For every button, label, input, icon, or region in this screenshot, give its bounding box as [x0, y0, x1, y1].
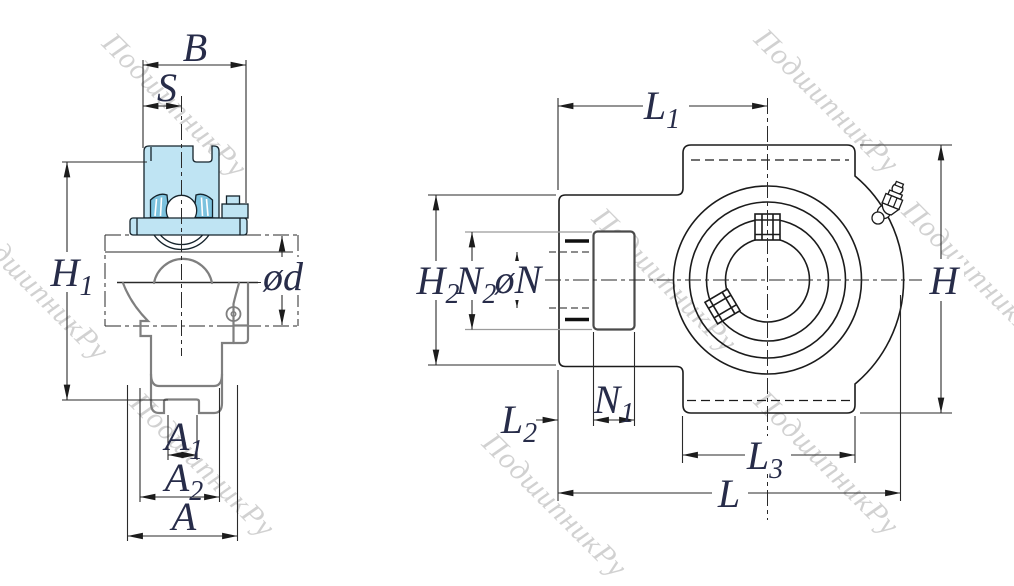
- dim-label-A2: A2: [162, 455, 203, 507]
- dim-label-L2: L2: [500, 397, 537, 449]
- dim-label-H1: H1: [50, 250, 94, 302]
- dim-label-od: ød: [262, 254, 304, 299]
- watermark-text: ПодшипникРу: [475, 426, 634, 585]
- dim-label-A1: A1: [162, 414, 203, 466]
- dim-label-H2: H2: [416, 258, 460, 310]
- dim-label-A: A: [169, 494, 197, 539]
- grease-fitting: [871, 180, 905, 225]
- takeup-housing-front: [558, 144, 905, 414]
- dim-label-L3: L3: [746, 433, 783, 485]
- adjust-screw-end: [225, 306, 242, 322]
- dim-label-S: S: [157, 65, 177, 110]
- labels-side-view: B S H1 ød A1 A2 A: [50, 25, 304, 539]
- dim-label-H: H: [929, 258, 961, 303]
- watermark-text: ПодшипникРу: [747, 22, 906, 181]
- dim-label-oN: øN: [494, 257, 544, 302]
- dim-label-L1: L1: [643, 83, 680, 135]
- front-view: L1 H2 N2 øN H L2 N1 L3 L: [416, 83, 964, 520]
- labels-front-view: L1 H2 N2 øN H L2 N1 L3 L: [416, 83, 961, 516]
- dim-label-B: B: [183, 25, 207, 70]
- dimensions-side-view: [48, 33, 305, 541]
- relief-groove: [149, 372, 224, 388]
- set-screw-side: [225, 195, 241, 205]
- sphere-seat-arc: [152, 257, 214, 285]
- dim-label-L: L: [717, 471, 740, 516]
- locking-collar: [221, 203, 249, 219]
- set-screw-lower: [703, 288, 742, 325]
- side-view: B S H1 ød A1 A2 A: [48, 25, 305, 541]
- dim-label-N1: N1: [593, 377, 635, 429]
- inner-ring-sleeve: [129, 217, 248, 236]
- dimensions-front-view: [416, 85, 964, 511]
- dim-label-N2: N2: [455, 258, 497, 310]
